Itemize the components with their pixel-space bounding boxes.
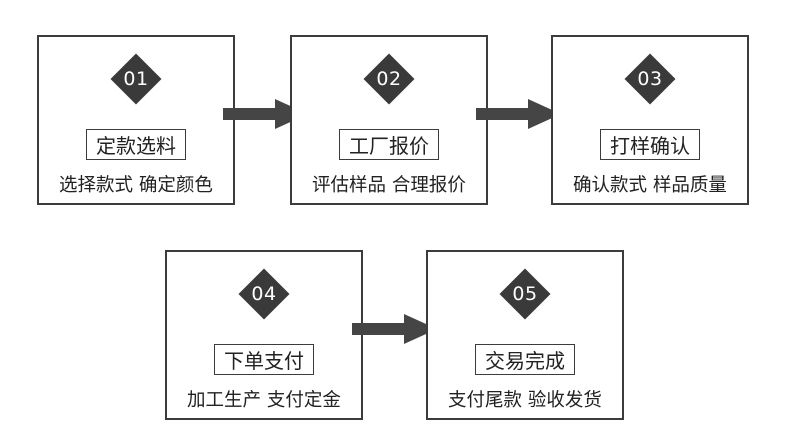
step-description: 评估样品 合理报价 xyxy=(312,175,466,196)
step-card-02: 02 工厂报价 评估样品 合理报价 xyxy=(290,35,488,205)
step-card-04: 04 下单支付 加工生产 支付定金 xyxy=(165,250,363,420)
step-title: 交易完成 xyxy=(475,344,575,375)
step-number-badge: 02 xyxy=(363,53,415,105)
step-number: 02 xyxy=(376,68,402,90)
right-arrow-icon xyxy=(352,314,437,344)
step-title: 定款选料 xyxy=(86,129,186,160)
step-number-badge: 04 xyxy=(238,268,290,320)
step-number: 04 xyxy=(251,283,277,305)
step-number-badge: 01 xyxy=(110,53,162,105)
step-number: 01 xyxy=(123,68,149,90)
step-card-03: 03 打样确认 确认款式 样品质量 xyxy=(551,35,749,205)
step-description: 确认款式 样品质量 xyxy=(573,175,727,196)
step-number-badge: 05 xyxy=(499,268,551,320)
step-card-01: 01 定款选料 选择款式 确定颜色 xyxy=(37,35,235,205)
step-title: 打样确认 xyxy=(600,129,700,160)
step-title: 工厂报价 xyxy=(339,129,439,160)
right-arrow-icon xyxy=(476,99,561,129)
step-description: 加工生产 支付定金 xyxy=(187,390,341,411)
right-arrow-icon xyxy=(223,99,308,129)
step-description: 选择款式 确定颜色 xyxy=(59,175,213,196)
step-card-05: 05 交易完成 支付尾款 验收发货 xyxy=(426,250,624,420)
step-description: 支付尾款 验收发货 xyxy=(448,390,602,411)
step-number-badge: 03 xyxy=(624,53,676,105)
step-number: 05 xyxy=(512,283,538,305)
step-number: 03 xyxy=(637,68,663,90)
step-title: 下单支付 xyxy=(214,344,314,375)
